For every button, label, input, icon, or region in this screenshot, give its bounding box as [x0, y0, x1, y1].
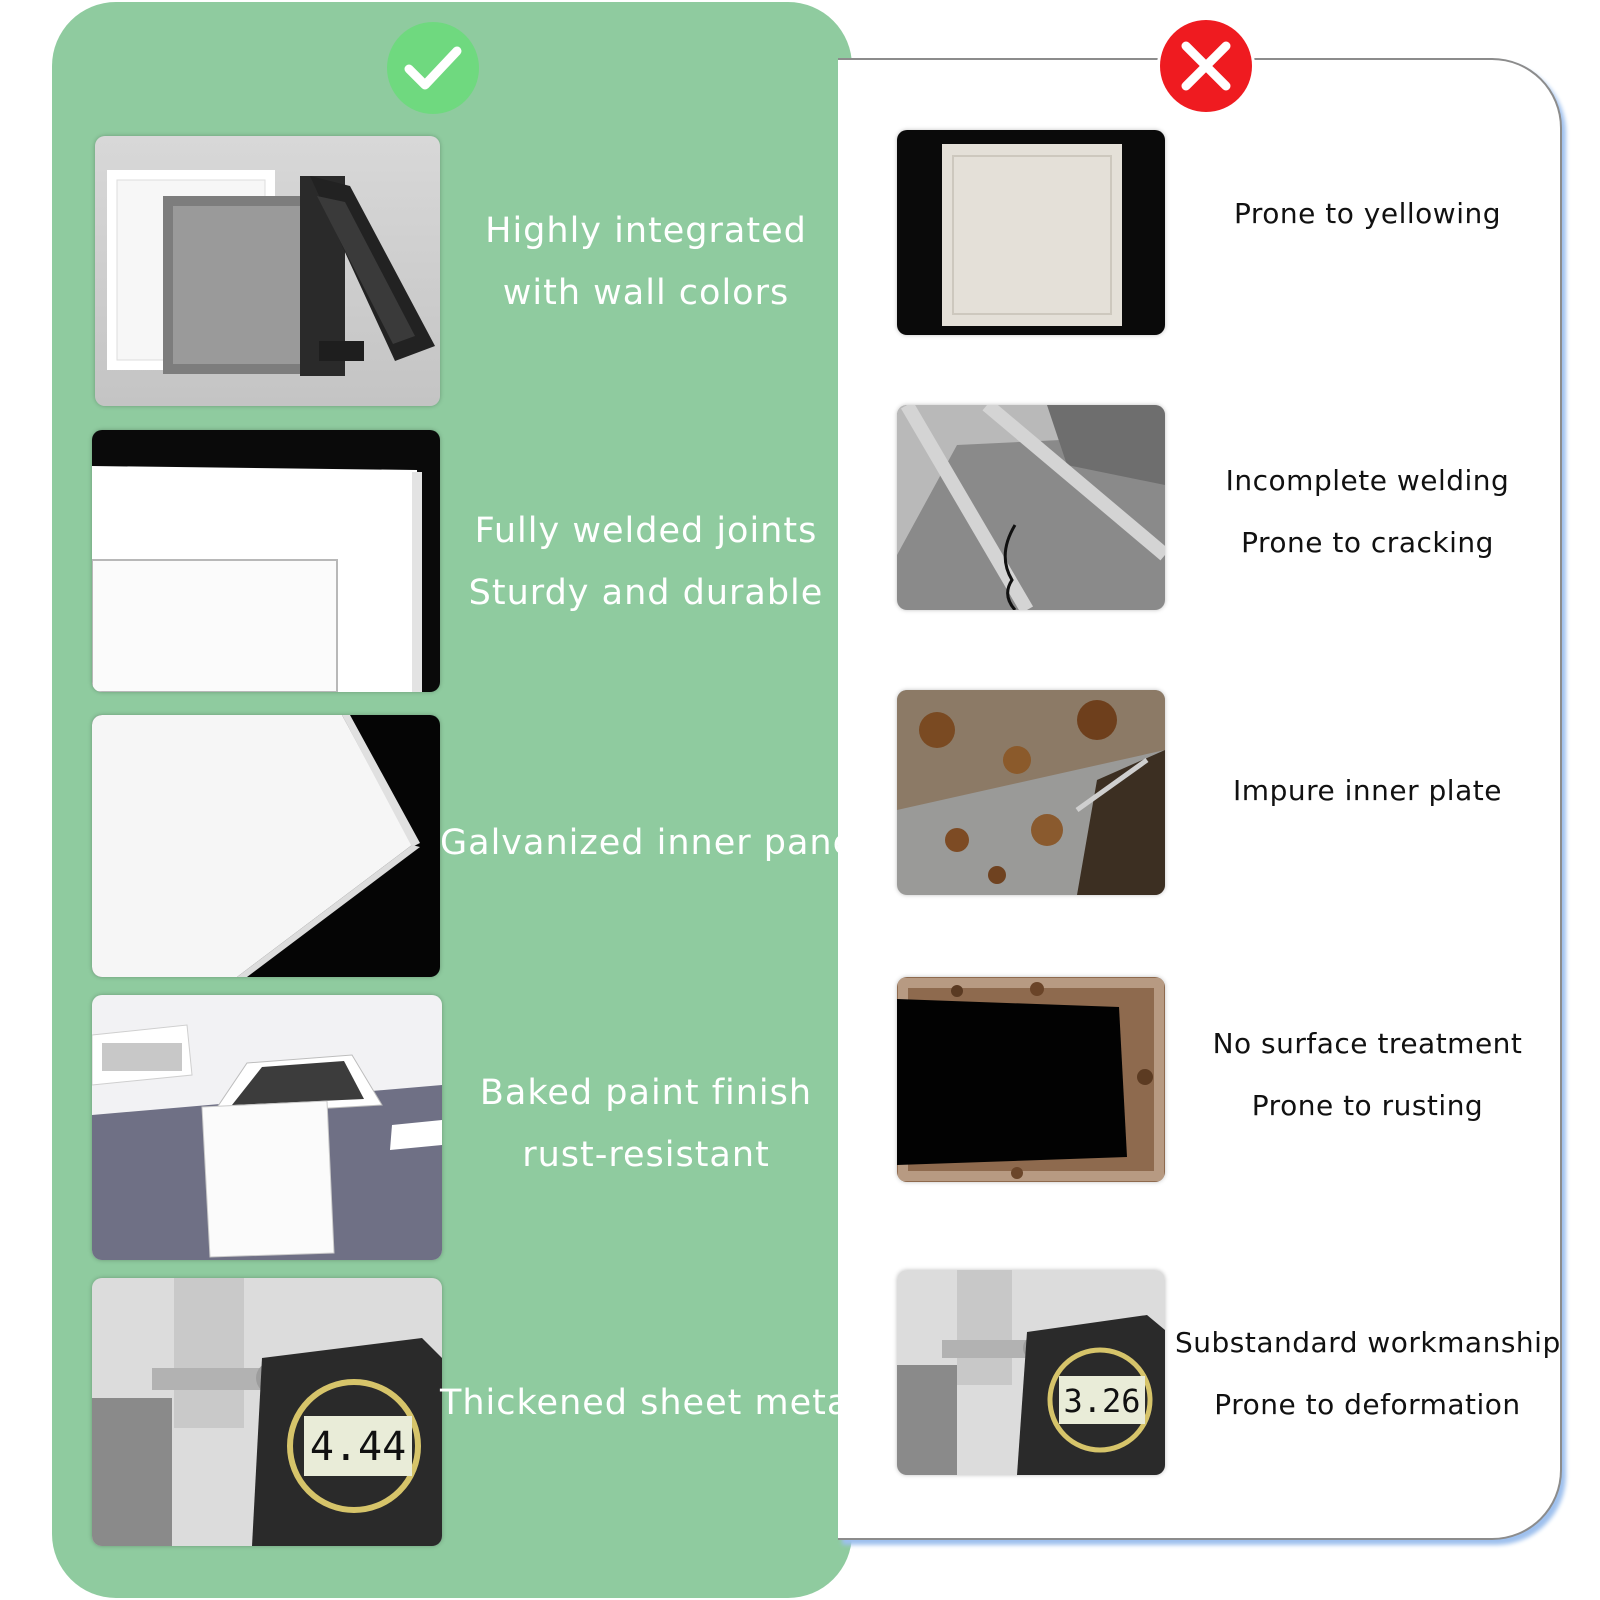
bad-item-1-label: Prone to yellowing: [1234, 197, 1501, 230]
welded-joint-photo: [92, 430, 440, 692]
checkmark-icon: [387, 22, 479, 114]
rusted-frame-photo: [897, 977, 1165, 1182]
micrometer-3-26-photo: 3.26: [897, 1270, 1165, 1475]
micrometer-4-44-photo: 4.44: [92, 1278, 442, 1546]
cracked-weld-photo: [897, 405, 1165, 610]
wall-integrated-panel-photo: [95, 136, 440, 406]
micrometer-reading: 3.26: [1063, 1382, 1140, 1420]
good-item-3-label: Galvanized inner panel: [440, 823, 866, 863]
bad-item-3-label: Impure inner plate: [1233, 774, 1502, 807]
micrometer-reading: 4.44: [310, 1424, 406, 1470]
good-item-2-label: Fully welded joints Sturdy and durable: [468, 511, 824, 613]
bad-item-4-label: No surface treatment Prone to rusting: [1212, 1027, 1523, 1122]
good-item-1-label: Highly integrated with wall colors: [485, 211, 807, 313]
bad-item-2-label: Incomplete welding Prone to cracking: [1225, 464, 1510, 559]
ceiling-access-panel-photo: [92, 995, 442, 1260]
bad-item-5-label: Substandard workmanship Prone to deforma…: [1175, 1326, 1561, 1421]
rusty-plate-photo: [897, 690, 1165, 895]
yellowed-panel-photo: [897, 130, 1165, 335]
good-item-5-label: Thickened sheet metal: [440, 1383, 860, 1423]
cross-icon: [1160, 20, 1252, 112]
good-item-4-label: Baked paint finish rust-resistant: [479, 1073, 813, 1175]
galvanized-panel-photo: [92, 715, 440, 977]
